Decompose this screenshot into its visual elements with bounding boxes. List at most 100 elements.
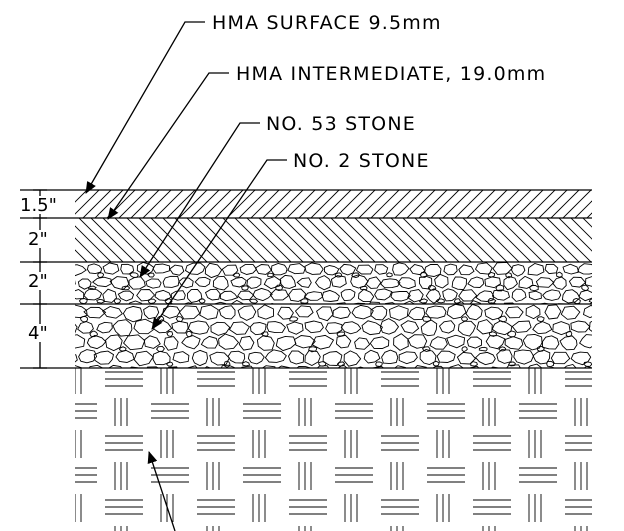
hatch-line bbox=[562, 190, 592, 218]
gravel-stone bbox=[219, 290, 239, 302]
gravel-stone bbox=[240, 365, 254, 368]
gravel-stone bbox=[269, 289, 289, 301]
gravel-stone bbox=[511, 288, 527, 302]
gravel-stone bbox=[429, 336, 448, 350]
hatch-line bbox=[390, 218, 436, 262]
hatch-line bbox=[462, 218, 508, 262]
gravel-stone bbox=[542, 289, 562, 301]
gravel-stone bbox=[187, 320, 210, 335]
gravel-stone bbox=[505, 272, 513, 279]
gravel-stone bbox=[230, 276, 247, 288]
gravel-stone bbox=[561, 289, 581, 304]
gravel-stone bbox=[50, 291, 68, 301]
hatch-line bbox=[234, 218, 280, 262]
gravel-stone bbox=[102, 262, 120, 275]
gravel-stone bbox=[288, 303, 293, 304]
gravel-stone bbox=[420, 319, 438, 337]
hatch-line bbox=[75, 225, 112, 262]
gravel-stone bbox=[218, 333, 240, 350]
gravel-stone bbox=[380, 278, 401, 289]
gravel-stone bbox=[133, 318, 155, 335]
gravel-stone bbox=[438, 320, 456, 334]
gravel-stone bbox=[294, 305, 314, 318]
gravel-stone bbox=[87, 285, 97, 291]
gravel-stone bbox=[181, 335, 201, 350]
gravel-stone bbox=[339, 263, 357, 276]
gravel-stone bbox=[336, 331, 346, 337]
hatch-line bbox=[318, 218, 364, 262]
gravel-stone bbox=[351, 272, 360, 278]
hatch-line bbox=[534, 218, 580, 262]
gravel-stone bbox=[458, 264, 475, 276]
gravel-stone bbox=[63, 273, 70, 278]
gravel-stone bbox=[75, 304, 88, 319]
gravel-stone bbox=[397, 277, 416, 290]
gravel-stone bbox=[83, 287, 103, 301]
gravel-stone bbox=[593, 316, 602, 322]
gravel-stone bbox=[186, 288, 203, 303]
gravel-stone bbox=[432, 365, 444, 368]
gravel-stone bbox=[474, 351, 496, 366]
gravel-stone bbox=[358, 288, 375, 303]
gravel-stone bbox=[257, 304, 275, 320]
callout-hma-intermediate: HMA INTERMEDIATE, 19.0mm bbox=[236, 63, 546, 85]
gravel-stone bbox=[600, 335, 617, 350]
hatch-line bbox=[142, 190, 172, 218]
gravel-stone bbox=[484, 276, 501, 289]
gravel-stone bbox=[204, 262, 223, 279]
gravel-stone bbox=[369, 336, 390, 350]
gravel-stone bbox=[583, 361, 592, 367]
gravel-stone bbox=[594, 351, 608, 365]
gravel-stone bbox=[275, 335, 297, 352]
gravel-stone bbox=[287, 263, 306, 275]
hatch-line bbox=[154, 190, 184, 218]
gravel-stone bbox=[123, 334, 146, 351]
dim-label-mask bbox=[24, 230, 58, 248]
gravel-stone bbox=[152, 350, 171, 366]
gravel-stone bbox=[407, 306, 426, 321]
gravel-stone bbox=[484, 306, 504, 321]
hatch-line bbox=[222, 218, 268, 262]
hatch-line bbox=[75, 237, 100, 262]
gravel-stone bbox=[578, 334, 592, 349]
gravel-stone bbox=[552, 321, 571, 336]
hatch-line bbox=[298, 190, 328, 218]
gravel-stone bbox=[239, 264, 258, 275]
hatch-line bbox=[226, 190, 256, 218]
hatch-line bbox=[570, 218, 592, 240]
gravel-stone bbox=[467, 276, 485, 288]
hatch-line bbox=[166, 190, 196, 218]
gravel-stone bbox=[582, 304, 592, 319]
hatch-line bbox=[114, 218, 160, 262]
gravel-stone bbox=[156, 345, 165, 352]
gravel-stone bbox=[414, 365, 427, 368]
gravel-stone bbox=[424, 263, 442, 277]
gravel-stone bbox=[374, 264, 389, 275]
gravel-stone bbox=[528, 290, 542, 301]
gravel-stone bbox=[232, 272, 241, 278]
dim-label-mask bbox=[24, 272, 58, 290]
gravel-stone bbox=[556, 271, 563, 278]
hatch-line bbox=[214, 190, 244, 218]
gravel-stone bbox=[277, 306, 294, 320]
hatch-line bbox=[102, 218, 148, 262]
gravel-stone bbox=[386, 272, 393, 278]
gravel-stone bbox=[375, 361, 383, 367]
gravel-stone bbox=[75, 334, 86, 349]
gravel-stone bbox=[532, 349, 551, 365]
gravel-stone bbox=[330, 275, 347, 288]
gravel-stone bbox=[365, 276, 382, 289]
hatch-line bbox=[286, 190, 316, 218]
hatch-line bbox=[402, 218, 448, 262]
gravel-stone bbox=[293, 335, 316, 349]
gravel-stone bbox=[200, 335, 219, 349]
hatch-line bbox=[162, 218, 208, 262]
gravel-stone bbox=[446, 334, 466, 349]
leader-hma-surface bbox=[85, 21, 205, 194]
gravel-stone bbox=[228, 321, 251, 335]
gravel-stone bbox=[343, 350, 362, 367]
gravel-stone bbox=[267, 272, 275, 278]
hatch-line bbox=[378, 218, 424, 262]
gravel-stone bbox=[101, 306, 123, 319]
